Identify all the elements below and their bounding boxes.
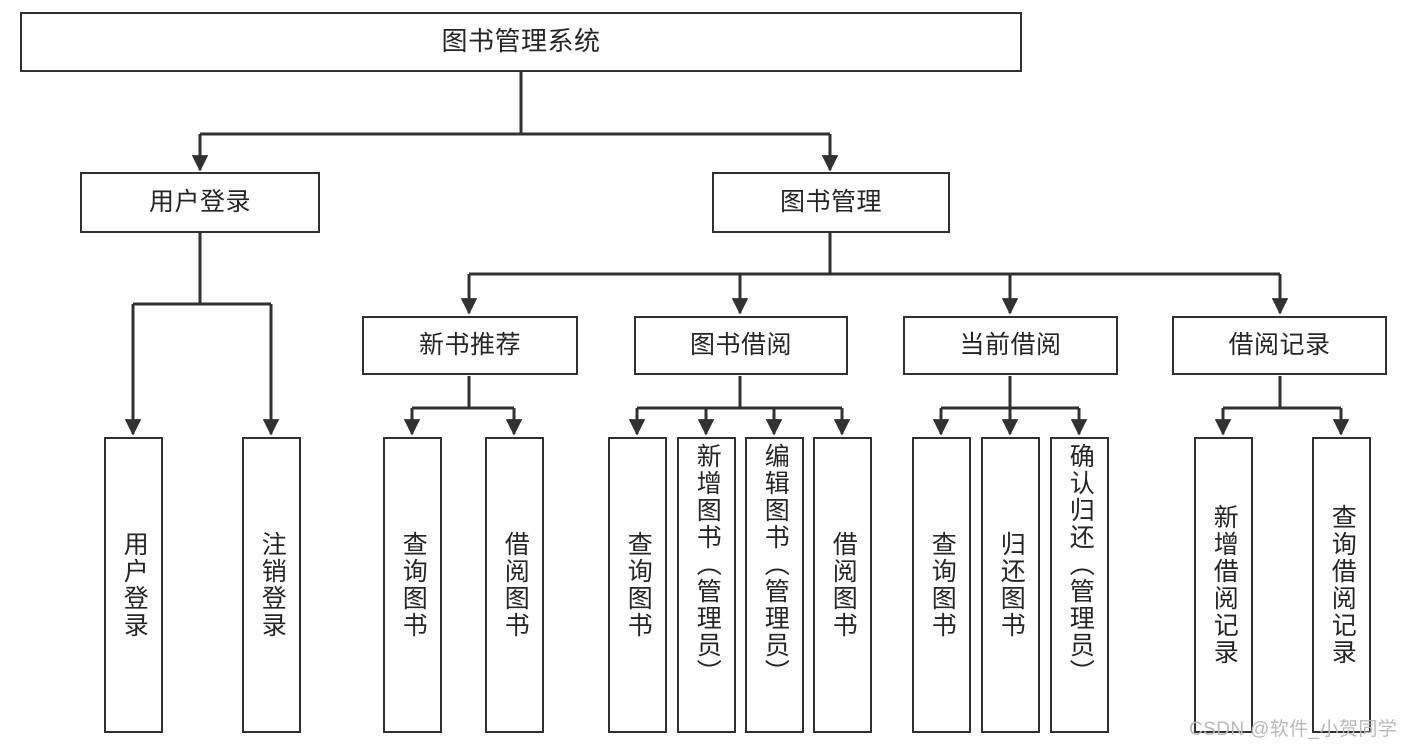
node-label: 查询图书: [624, 531, 653, 639]
leaf-borrow-borrow-book[interactable]: 借阅图书: [813, 437, 872, 733]
node-root-system[interactable]: 图书管理系统: [20, 12, 1022, 72]
leaf-recommend-query-book[interactable]: 查询图书: [383, 437, 442, 733]
leaf-current-return-book[interactable]: 归还图书: [981, 437, 1040, 733]
leaf-borrow-edit-book[interactable]: 编辑图书（管理员）: [745, 437, 804, 733]
node-book-management[interactable]: 图书管理: [712, 172, 950, 233]
node-label: 注销登录: [258, 531, 287, 639]
leaf-current-query-book[interactable]: 查询图书: [912, 437, 971, 733]
node-label: 借阅图书: [829, 531, 858, 639]
leaf-recommend-borrow-book[interactable]: 借阅图书: [485, 437, 544, 733]
node-label: 查询图书: [928, 531, 957, 639]
node-label: 新增借阅记录: [1210, 504, 1239, 666]
node-label: 图书管理系统: [441, 26, 601, 57]
node-borrow-record[interactable]: 借阅记录: [1172, 316, 1387, 375]
node-user-login[interactable]: 用户登录: [80, 172, 320, 233]
node-label: 用户登录: [120, 531, 149, 639]
node-book-borrow[interactable]: 图书借阅: [634, 316, 848, 375]
leaf-current-confirm-return[interactable]: 确认归还（管理员）: [1050, 437, 1109, 733]
node-label: 图书借阅: [689, 331, 792, 360]
leaf-user-login-login[interactable]: 用户登录: [104, 437, 163, 733]
node-label: 编辑图书（管理员）: [761, 443, 790, 686]
node-label: 新书推荐: [418, 331, 521, 360]
node-label: 新增图书（管理员）: [693, 443, 722, 686]
node-label: 图书管理: [779, 188, 882, 217]
leaf-borrow-query-book[interactable]: 查询图书: [608, 437, 667, 733]
node-label: 借阅图书: [501, 531, 530, 639]
node-new-book-recommend[interactable]: 新书推荐: [362, 316, 578, 375]
node-current-borrow[interactable]: 当前借阅: [903, 316, 1118, 375]
leaf-record-add-record[interactable]: 新增借阅记录: [1194, 437, 1253, 733]
node-label: 当前借阅: [959, 331, 1062, 360]
leaf-record-query-record[interactable]: 查询借阅记录: [1312, 437, 1371, 733]
node-label: 查询借阅记录: [1328, 504, 1357, 666]
node-label: 借阅记录: [1228, 331, 1331, 360]
leaf-user-login-logout[interactable]: 注销登录: [242, 437, 301, 733]
node-label: 查询图书: [399, 531, 428, 639]
node-label: 用户登录: [148, 188, 251, 217]
node-label: 归还图书: [997, 531, 1026, 639]
csdn-watermark: CSDN @软件_小贺同学: [1189, 719, 1398, 740]
leaf-borrow-add-book[interactable]: 新增图书（管理员）: [677, 437, 736, 733]
node-label: 确认归还（管理员）: [1066, 443, 1095, 686]
